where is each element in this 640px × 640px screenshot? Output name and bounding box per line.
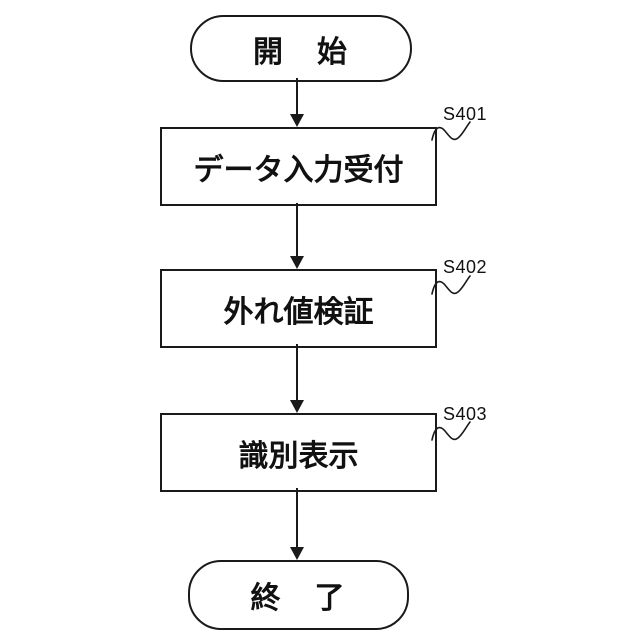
terminal-start-label: 開 始	[253, 35, 349, 69]
step-reference-s401: S401	[443, 104, 488, 124]
flow-arrow-step1-to-step2	[290, 203, 304, 269]
process-step-s401: データ入力受付	[160, 127, 437, 206]
terminal-end-label: 終 了	[250, 582, 347, 615]
arrowhead-icon	[290, 547, 304, 560]
reference-leader-squiggle	[431, 121, 471, 141]
process-step-s401-label: データ入力受付	[193, 153, 404, 187]
arrowhead-icon	[290, 400, 304, 413]
step-reference-s403: S403	[443, 404, 488, 424]
flow-arrow-start-to-step1	[290, 78, 304, 127]
terminal-start: 開 始	[190, 15, 412, 82]
arrowhead-icon	[290, 256, 304, 269]
terminal-end: 終 了	[188, 560, 409, 630]
flow-arrow-step3-to-end	[290, 488, 304, 560]
reference-leader-squiggle	[431, 275, 471, 295]
process-step-s402-label: 外れ値検証	[223, 295, 374, 329]
arrowhead-icon	[290, 114, 304, 127]
process-step-s403: 識別表示	[160, 413, 437, 492]
process-step-s403-label: 識別表示	[238, 439, 359, 473]
process-step-s402: 外れ値検証	[160, 269, 437, 348]
reference-leader-squiggle	[431, 421, 471, 441]
step-reference-s402: S402	[443, 257, 488, 277]
flow-arrow-step2-to-step3	[290, 344, 304, 413]
